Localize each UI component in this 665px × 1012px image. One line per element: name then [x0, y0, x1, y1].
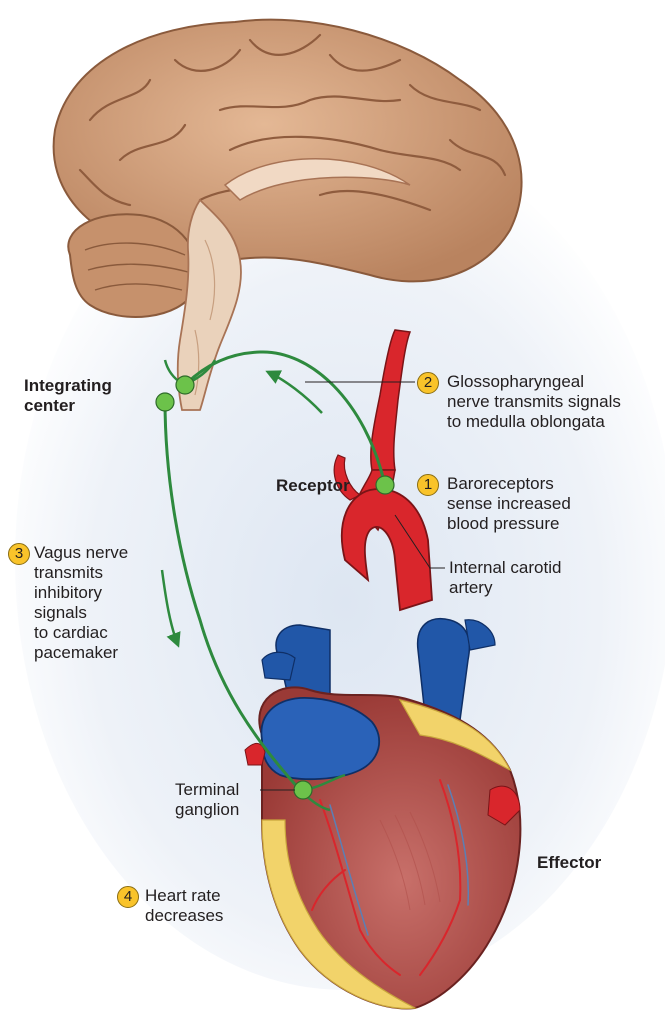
- step-2-badge: 2: [417, 372, 439, 394]
- step-4-text: Heart rate decreases: [145, 886, 223, 926]
- step-2-text: Glossopharyngeal nerve transmits signals…: [447, 372, 621, 432]
- terminal-ganglion: [294, 781, 312, 799]
- integrating-center-label: Integrating center: [24, 376, 112, 416]
- terminal-ganglion-label: Terminal ganglion: [175, 780, 239, 820]
- medulla-ganglion-upper: [176, 376, 194, 394]
- cerebellum: [68, 214, 197, 317]
- receptor-ganglion: [376, 476, 394, 494]
- step-3-text: Vagus nerve transmits inhibitory signals…: [34, 543, 128, 663]
- medulla-ganglion-lower: [156, 393, 174, 411]
- effector-label: Effector: [537, 853, 601, 873]
- internal-carotid-label: Internal carotid artery: [449, 558, 561, 598]
- step-4-badge: 4: [117, 886, 139, 908]
- step-3-badge: 3: [8, 543, 30, 565]
- step-1-text: Baroreceptors sense increased blood pres…: [447, 474, 571, 534]
- receptor-label: Receptor: [276, 476, 350, 496]
- step-1-badge: 1: [417, 474, 439, 496]
